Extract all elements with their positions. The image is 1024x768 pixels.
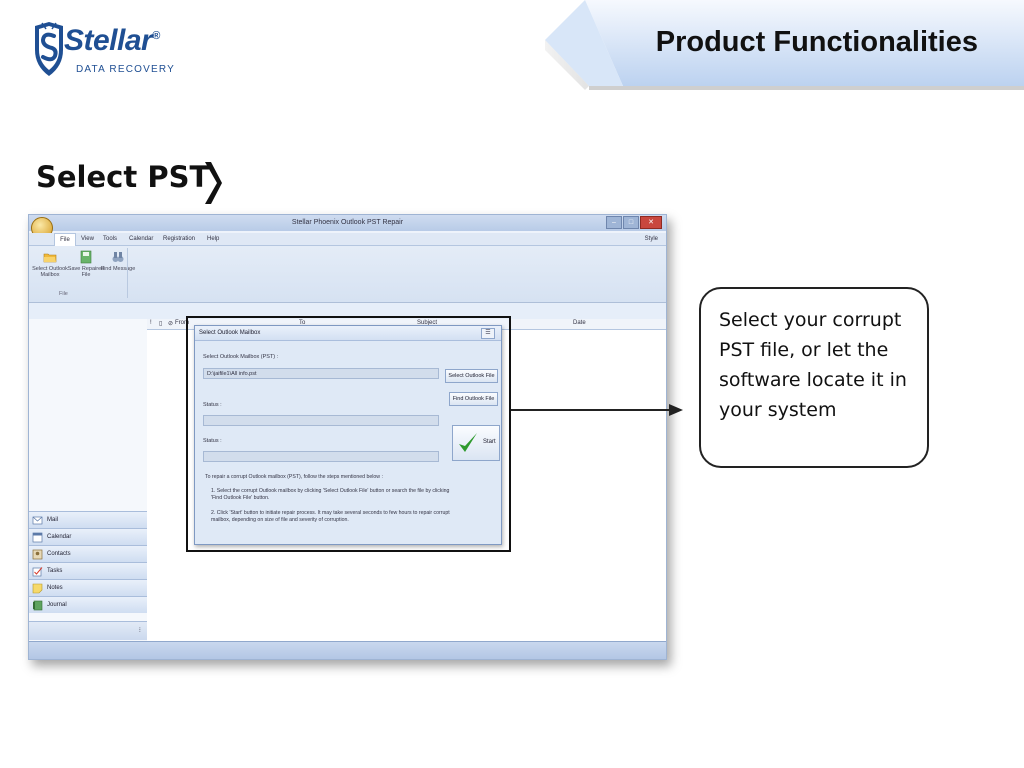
dialog-titlebar: Select Outlook Mailbox ☰	[195, 326, 501, 341]
menu-calendar[interactable]: Calendar	[129, 236, 154, 242]
mailbox-label: Select Outlook Mailbox (PST) :	[203, 354, 279, 360]
instructions-step-1: 1. Select the corrupt Outlook mailbox by…	[211, 488, 450, 501]
tasks-icon	[32, 566, 43, 576]
ribbon-separator	[127, 248, 128, 298]
app-window: Stellar Phoenix Outlook PST Repair – □ ✕…	[28, 214, 667, 660]
folder-open-icon	[43, 253, 57, 263]
mail-icon	[32, 516, 43, 524]
menu-file[interactable]: File	[54, 233, 76, 246]
stellar-logo: Stellar® DATA RECOVERY	[16, 14, 186, 84]
callout-box: Select your corrupt PST file, or let the…	[699, 287, 929, 468]
notes-icon	[32, 583, 43, 593]
navigation-pane: Mail Calendar Contacts Tasks Notes Journ…	[29, 319, 148, 641]
arrow-right-icon	[511, 404, 683, 416]
menu-style[interactable]: Style	[644, 236, 658, 242]
nav-item-contacts[interactable]: Contacts	[29, 545, 147, 562]
dialog-title: Select Outlook Mailbox	[199, 330, 261, 336]
status-label-1: Status :	[203, 402, 222, 408]
calendar-icon	[32, 532, 43, 542]
highlight-frame	[186, 316, 511, 552]
column-date[interactable]: Date	[573, 320, 586, 326]
menu-help[interactable]: Help	[207, 236, 220, 242]
journal-icon	[33, 600, 43, 610]
menu-tools[interactable]: Tools	[103, 236, 118, 242]
window-controls: – □ ✕	[606, 216, 662, 229]
nav-item-notes[interactable]: Notes	[29, 579, 147, 596]
checkmark-icon	[459, 433, 477, 452]
shield-logo-icon	[35, 22, 63, 76]
ribbon-group-label: File	[59, 291, 68, 297]
menu-bar: File View Tools Calendar Registration He…	[29, 233, 666, 246]
minimize-button[interactable]: –	[606, 216, 622, 229]
header-banner	[545, 0, 1024, 90]
select-outlook-mailbox-dialog: Select Outlook Mailbox ☰ Select Outlook …	[194, 325, 502, 545]
type-column-icon[interactable]: ▯	[159, 321, 163, 327]
close-button[interactable]: ✕	[640, 216, 662, 229]
section-title: Select PST	[36, 160, 210, 194]
dialog-close-button[interactable]: ☰	[481, 328, 495, 339]
maximize-button[interactable]: □	[623, 216, 639, 229]
binoculars-icon	[112, 252, 124, 262]
menu-registration[interactable]: Registration	[163, 236, 196, 242]
window-title: Stellar Phoenix Outlook PST Repair	[291, 219, 404, 226]
start-button[interactable]: Start	[452, 425, 500, 461]
contacts-icon	[32, 549, 43, 559]
callout-text: Select your corrupt PST file, or let the…	[719, 309, 907, 421]
status-progress-1	[203, 415, 439, 426]
page-title: Product Functionalities	[655, 26, 978, 58]
nav-item-calendar[interactable]: Calendar	[29, 528, 147, 545]
select-outlook-file-button[interactable]: Select Outlook File	[445, 369, 498, 383]
status-bar	[29, 641, 666, 659]
column-subject[interactable]: Subject	[417, 320, 438, 326]
ribbon: Select Outlook Mailbox Save Repaired Fil…	[29, 246, 666, 303]
status-label-2: Status :	[203, 438, 222, 444]
nav-item-journal[interactable]: Journal	[29, 596, 147, 613]
status-progress-2	[203, 451, 439, 462]
column-from[interactable]: From	[175, 320, 189, 326]
pst-path-field[interactable]: D:\jaifile1\All info.pst	[203, 368, 439, 379]
configure-buttons-icon[interactable]: ⁝	[138, 627, 141, 634]
nav-item-tasks[interactable]: Tasks	[29, 562, 147, 579]
menu-view[interactable]: View	[81, 236, 94, 242]
save-repaired-file-button[interactable]: Save Repaired File	[67, 250, 105, 278]
find-outlook-file-button[interactable]: Find Outlook File	[449, 392, 498, 406]
instructions-intro: To repair a corrupt Outlook mailbox (PST…	[205, 474, 383, 480]
brand-tagline: DATA RECOVERY	[76, 64, 175, 75]
nav-pane-footer: ⁝	[29, 621, 147, 640]
start-label: Start	[483, 439, 496, 445]
instructions-step-2: 2. Click 'Start' button to initiate repa…	[211, 510, 450, 523]
nav-list: Mail Calendar Contacts Tasks Notes Journ…	[29, 511, 147, 613]
save-icon	[80, 250, 92, 264]
brand-wordmark: Stellar®	[64, 24, 160, 57]
column-to[interactable]: To	[299, 320, 306, 326]
chevron-right-icon	[205, 162, 222, 204]
select-outlook-mailbox-button[interactable]: Select Outlook Mailbox	[31, 250, 69, 278]
app-titlebar: Stellar Phoenix Outlook PST Repair – □ ✕	[29, 215, 666, 231]
nav-item-mail[interactable]: Mail	[29, 511, 147, 528]
attachment-column-icon[interactable]: ⊘	[168, 321, 174, 327]
find-message-button[interactable]: Find Message	[99, 250, 137, 272]
importance-column-icon[interactable]: !	[150, 320, 152, 326]
